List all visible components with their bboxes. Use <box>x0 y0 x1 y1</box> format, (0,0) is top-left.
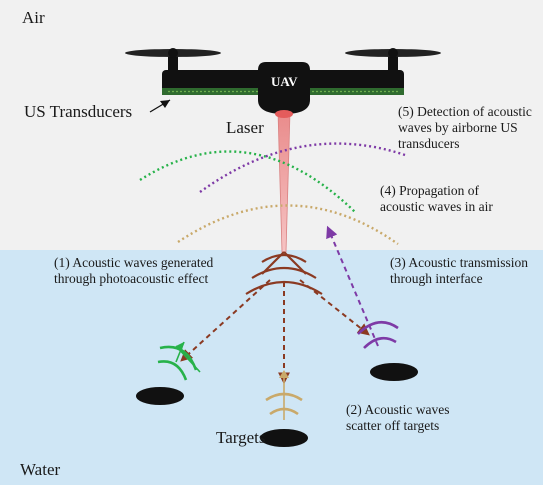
water-label: Water <box>20 460 61 479</box>
us-transducers-label: US Transducers <box>24 102 133 121</box>
gold-scatter-wave <box>265 370 303 420</box>
step2-label: (2) Acoustic waves scatter off targets <box>346 402 450 433</box>
purple-scatter-wave <box>357 320 399 349</box>
uav-drone <box>125 48 441 118</box>
arrow-to-left-target <box>180 279 271 362</box>
step1-label: (1) Acoustic waves generated through pho… <box>54 255 214 286</box>
laser-aperture <box>275 110 293 118</box>
target-left <box>136 387 184 405</box>
step4-label: (4) Propagation of acoustic waves in air <box>380 183 493 214</box>
uav-label: UAV <box>271 74 298 89</box>
green-scatter-wave <box>157 341 201 381</box>
step5-label: (5) Detection of acoustic waves by airbo… <box>398 104 532 151</box>
targets-label: Targets <box>216 428 266 447</box>
target-center <box>260 429 308 447</box>
purple-airborne-wave <box>199 142 406 193</box>
water-region <box>0 250 543 485</box>
air-region <box>0 0 543 250</box>
laser-label: Laser <box>226 118 264 137</box>
green-airborne-wave <box>139 150 356 213</box>
arrow-to-right-target <box>299 279 370 336</box>
air-label: Air <box>22 8 45 27</box>
step3-label: (3) Acoustic transmission through interf… <box>390 255 528 286</box>
target-right <box>370 363 418 381</box>
